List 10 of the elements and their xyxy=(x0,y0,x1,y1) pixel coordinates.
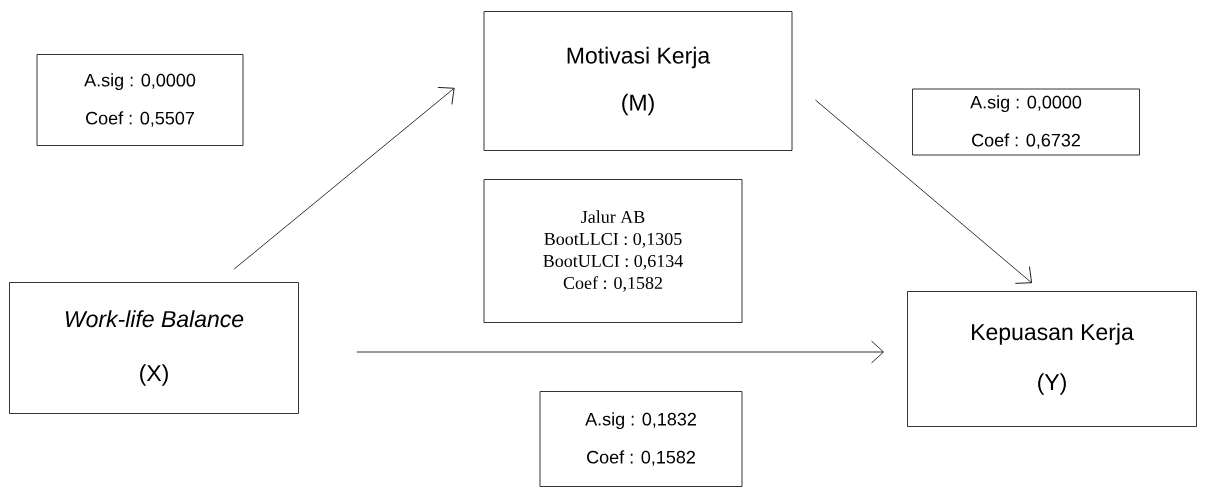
variable-box: Work-life Balance (X) xyxy=(9,282,299,414)
statistic-box: A.sig : 0,0000 Coef : 0,5507 xyxy=(36,54,244,146)
statistic-box: A.sig : 0,0000 Coef : 0,6732 xyxy=(912,88,1140,156)
arrow xyxy=(356,340,884,364)
statistic-box: A.sig : 0,1832 Coef : 0,1582 xyxy=(539,391,743,487)
statistic-box: Jalur AB BootLLCI : 0,1305 BootULCI : 0,6134 Coef : 0,1582 xyxy=(483,179,743,323)
variable-box: Motivasi Kerja (M) xyxy=(483,11,793,151)
arrow xyxy=(815,99,1032,284)
variable-box: Kepuasan Kerja (Y) xyxy=(907,291,1197,427)
arrow xyxy=(233,87,455,270)
